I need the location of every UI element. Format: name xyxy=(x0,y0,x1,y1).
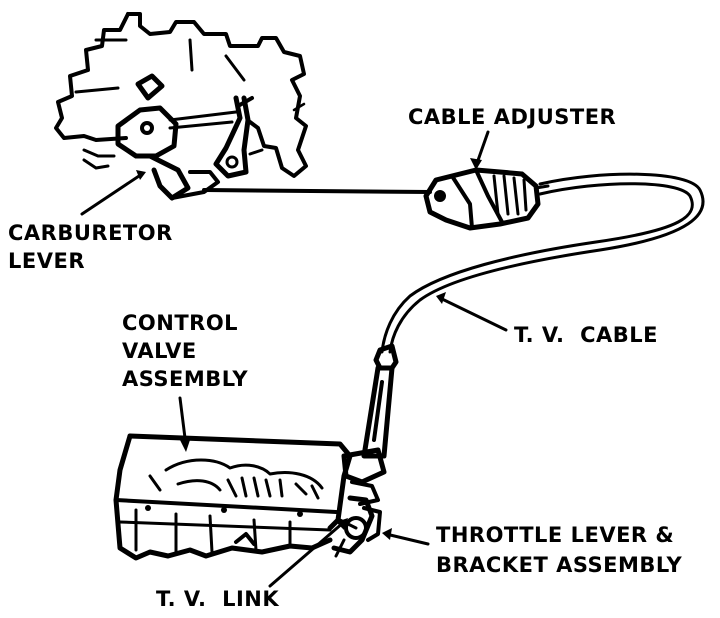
label-carburetor-lever-line2: LEVER xyxy=(8,249,85,273)
tv-cable xyxy=(380,172,705,354)
label-throttle-lever-line1: THROTTLE LEVER & xyxy=(436,523,674,547)
label-throttle-lever-line2: BRACKET ASSEMBLY xyxy=(436,553,683,577)
throttle-lever-bracket xyxy=(331,343,399,558)
control-valve-assembly xyxy=(113,433,353,561)
leader-lines xyxy=(80,130,508,588)
label-control-valve-line3: ASSEMBLY xyxy=(122,367,248,391)
label-control-valve-line1: CONTROL xyxy=(122,311,238,335)
carburetor xyxy=(54,12,308,178)
label-carburetor-lever-line1: CARBURETOR xyxy=(8,221,173,245)
label-control-valve-line2: VALVE xyxy=(122,339,197,363)
label-tv-cable: T. V. CABLE xyxy=(514,323,658,347)
label-cable-adjuster: CABLE ADJUSTER xyxy=(408,105,616,129)
cable-adjuster xyxy=(423,167,550,231)
carburetor-lever-linkage xyxy=(115,73,432,201)
label-tv-link: T. V. LINK xyxy=(156,587,279,611)
